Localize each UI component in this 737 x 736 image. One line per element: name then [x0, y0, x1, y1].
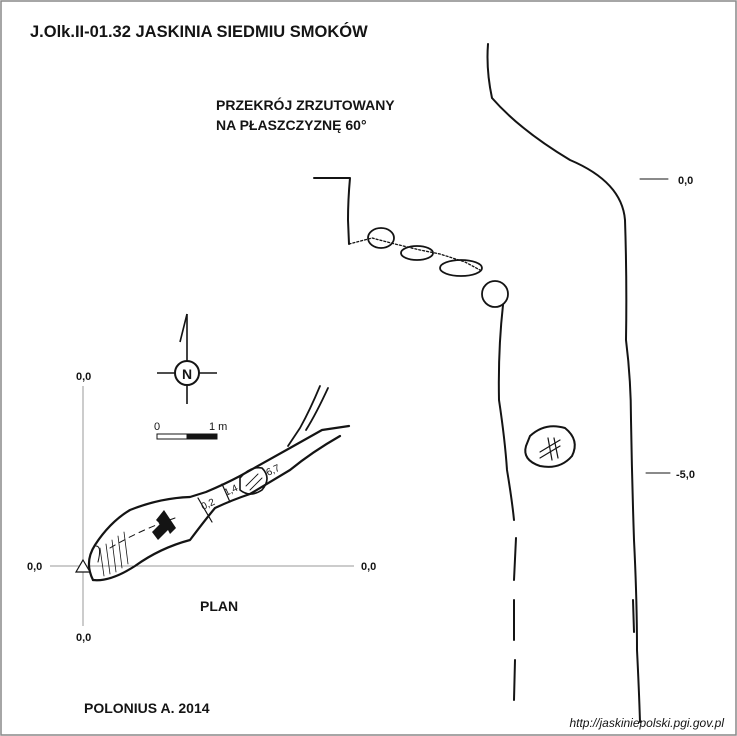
cave-outline-south [91, 434, 342, 582]
section-wall-dash-3 [513, 659, 516, 701]
boulder-1 [367, 227, 395, 249]
cave-fissure-1 [287, 385, 321, 447]
section-wall-left [497, 304, 515, 521]
step-line-1 [197, 497, 213, 523]
plan-boulder-hatch [245, 473, 263, 491]
cave-fissure-2 [305, 387, 329, 431]
axis-label-top: 0,0 [76, 371, 91, 383]
level-label-5: -5,0 [676, 469, 695, 481]
direction-arrow-icon [152, 510, 176, 540]
scale-end: 1 m [209, 421, 227, 433]
scale-bar [156, 433, 218, 440]
depth-label-3: 6,7 [265, 463, 283, 479]
cross-section [313, 43, 671, 723]
depth-label-2: 1,4 [223, 483, 241, 499]
section-ceiling [348, 237, 481, 271]
section-wall-dash-4 [632, 599, 635, 633]
plan-label: PLAN [200, 598, 238, 614]
north-circle [174, 360, 200, 386]
section-title-line2: NA PŁASZCZYZNĘ 60° [216, 117, 367, 133]
depth-label-1: 0,2 [200, 497, 218, 513]
level-label-0: 0,0 [678, 175, 693, 187]
author-credit: POLONIUS A. 2014 [84, 700, 210, 716]
north-label: N [182, 366, 192, 382]
north-arrow [157, 313, 217, 404]
rubble-symbol [539, 437, 561, 461]
cave-plan [87, 385, 351, 582]
entrance-marker [74, 558, 92, 573]
cave-outline-north [87, 424, 351, 582]
section-wall-top [313, 177, 351, 245]
rock-block [524, 425, 576, 468]
scale-start: 0 [154, 421, 160, 433]
section-wall-dash-1 [513, 537, 517, 581]
plan-axes [50, 386, 354, 626]
plan-boulder [239, 466, 268, 495]
entrance-hatch [99, 531, 129, 577]
section-wall-right [486, 43, 641, 723]
title: J.Olk.II-01.32 JASKINIA SIEDMIU SMOKÓW [30, 22, 368, 41]
source-url[interactable]: http://jaskiniepolski.pgi.gov.pl [569, 716, 724, 730]
boulder-2 [400, 245, 434, 261]
boulder-3 [439, 259, 483, 277]
cave-entrance-lip [95, 545, 101, 563]
axis-label-right: 0,0 [361, 561, 376, 573]
step-line-2 [221, 483, 231, 503]
section-title-line1: PRZEKRÓJ ZRZUTOWANY [216, 96, 395, 113]
cave-inner-contour [109, 517, 176, 549]
axis-label-bottom: 0,0 [76, 632, 91, 644]
boulder-4 [481, 280, 509, 308]
axis-label-left: 0,0 [27, 561, 42, 573]
